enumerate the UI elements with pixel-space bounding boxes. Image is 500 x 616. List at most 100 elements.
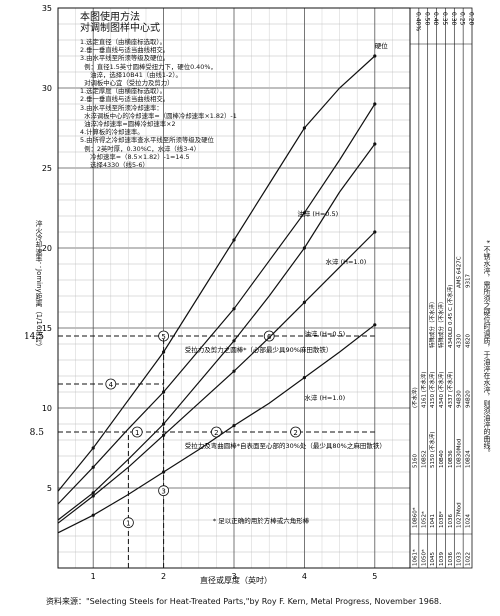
- table-cell: 10B24: [466, 450, 472, 468]
- table-bottom-cell: 1045: [430, 552, 436, 566]
- series-point: [162, 433, 166, 437]
- table-header-cell: 0.20: [468, 12, 475, 26]
- usage-note-line: 1.选定直径（由横座标选取）。: [80, 38, 166, 46]
- reference-marker: [263, 330, 275, 342]
- x-axis-label: 直径或厚度（英吋）: [200, 576, 272, 585]
- table-cell: 10B60*: [412, 507, 418, 528]
- series-point: [91, 491, 95, 495]
- reference-marker: [131, 426, 143, 438]
- y-tick-label: 30: [42, 84, 52, 93]
- series-point: [373, 54, 377, 58]
- table-header-cell: 0.40: [432, 12, 439, 26]
- table-cell: 特殊成分（不水淬）: [437, 298, 445, 348]
- reference-marker-label: 1: [135, 429, 139, 437]
- table-cell: 94B30: [457, 390, 463, 408]
- table-cell: 5160: [412, 454, 418, 468]
- series-point: [302, 211, 306, 215]
- table-cell: 4340 (不水淬): [437, 371, 445, 408]
- table-cell: 1041: [430, 514, 436, 528]
- table-cell: 4340LD 0.45 C (不水淬): [446, 285, 454, 348]
- table-cell: 1027Mod: [457, 502, 463, 528]
- table-cell: 4150 (不水淬): [428, 371, 436, 408]
- reference-marker: [158, 485, 170, 497]
- table-bottom-cell: 1061*: [412, 549, 418, 566]
- annotation-layer: 受拉力及剪力之圆棒*（心部最少具90%麻田散铁） 受拉力及弯曲圆棒*自表面至心部的…: [185, 41, 389, 525]
- chart-annotation: 水淬 (H=1.0): [304, 393, 345, 402]
- usage-note-line: 油淬冷却速率=圆棒冷却速率×2: [80, 120, 176, 129]
- reference-marker-label: 5: [161, 333, 165, 341]
- series-point: [91, 494, 95, 498]
- chart-annotation: 水淬 (H=1.0): [326, 257, 367, 266]
- y-tick-label: 25: [42, 164, 52, 173]
- table-cell: 5150 (不水淬): [428, 431, 436, 468]
- y-tick-label: 15: [42, 324, 52, 333]
- chart-annotation: 油淬 (H=0.5): [304, 329, 345, 338]
- series-point: [302, 300, 306, 304]
- y-tick-label: 20: [42, 244, 52, 253]
- usage-note-line: 3.由水平线至所须冷却速率：: [80, 103, 163, 112]
- reference-marker-label: 3: [161, 488, 165, 496]
- series-point: [162, 422, 166, 426]
- grade-table: 0.40%1061*10B60*5160(不水淬)0.501050*1052*1…: [409, 7, 475, 569]
- chart-annotation: 受拉力及弯曲圆棒*自表面至心部的30%处（最少具80%之麻田散铁）: [185, 441, 386, 450]
- series-point: [232, 238, 236, 242]
- table-cell: 1052*: [421, 511, 427, 528]
- series-point: [91, 446, 95, 450]
- table-bottom-cell: 1033: [457, 552, 463, 566]
- y-extra-tick-label: 14.5: [24, 332, 44, 342]
- usage-note-line: 3.由水平线至所须等级及硬位。: [80, 54, 170, 63]
- plot-frame: [57, 7, 411, 569]
- notes-title-line-2: 对调制图样中心式: [80, 23, 160, 34]
- usage-note-line: 2.垂一垂直线与适当曲线相交。: [80, 46, 170, 55]
- table-cell: 1036: [448, 514, 454, 528]
- reference-marker: [122, 517, 134, 529]
- table-cell: 4161 (不水淬): [419, 371, 427, 408]
- series-point: [91, 513, 95, 517]
- usage-note-line: 1.选定厚度（由横座标选取）。: [80, 87, 166, 96]
- series-point: [91, 465, 95, 469]
- chart-annotation: 受拉力及剪力之圆棒*（心部最少具90%麻田散铁）: [185, 345, 333, 354]
- series-point: [373, 323, 377, 327]
- series-point: [232, 424, 236, 428]
- grid-layer: [58, 8, 410, 568]
- reference-marker-label: 1: [126, 520, 130, 528]
- vertical-footnote: * 不锈水淬，需所须之硬位时调质，于油淬在水淬，则须油淬的曲线。: [483, 240, 491, 456]
- source-citation: 资料来源："Selecting Steels for Heat-Treated …: [46, 597, 442, 606]
- series-point: [373, 230, 377, 234]
- usage-note-line: 选择4330（线5-6）: [80, 161, 149, 170]
- table-cell: 1024: [466, 514, 472, 528]
- y-axis-label: 淬火冷却速率：Jominy距离（1/16英吋）: [35, 220, 43, 351]
- x-tick-label: 1: [91, 572, 96, 581]
- table-header-cell: 0.35: [441, 12, 448, 26]
- usage-note-line: 水淬调板中心的冷却速率=（圆棒冷却速率×1.82）-1: [80, 111, 237, 120]
- x-tick-label: 5: [372, 572, 377, 581]
- table-bottom-cell: 1022: [466, 552, 472, 566]
- table-bottom-cell: 1050*: [421, 549, 427, 566]
- y-tick-label: 10: [42, 404, 52, 413]
- usage-note-line: 冷却速率=（8.5×1.82）-1=14.5: [80, 152, 190, 161]
- series-point: [302, 246, 306, 250]
- table-cell: (不水淬): [410, 387, 418, 408]
- table-cell: 94B20: [466, 390, 472, 408]
- chart-annotation: 油淬 (H=0.5): [297, 209, 338, 218]
- usage-note-line: 4.计算板的冷却速率。: [80, 128, 144, 137]
- table-header-cell: 0.30: [450, 12, 457, 26]
- series-point: [232, 307, 236, 311]
- table-bottom-cell: 1039: [439, 552, 445, 566]
- series-point: [162, 470, 166, 474]
- reference-marker: [105, 378, 117, 390]
- series-layer: [57, 54, 377, 534]
- table-header-cell: 0.40%: [414, 12, 421, 31]
- series-point: [232, 339, 236, 343]
- table-cell: AMS 6427C: [457, 256, 463, 288]
- usage-note-line: 对调板中心宜（受拉力及剪力）: [80, 79, 174, 88]
- table-cell: 10B36: [448, 450, 454, 468]
- table-cell: 1038*: [439, 511, 445, 528]
- table-cell: 9317: [466, 274, 472, 288]
- series-line: [57, 103, 376, 505]
- x-tick-label: 4: [302, 572, 307, 581]
- series-line: [57, 324, 376, 534]
- notes-title: 本图使用方法 对调制图样中心式: [80, 12, 160, 34]
